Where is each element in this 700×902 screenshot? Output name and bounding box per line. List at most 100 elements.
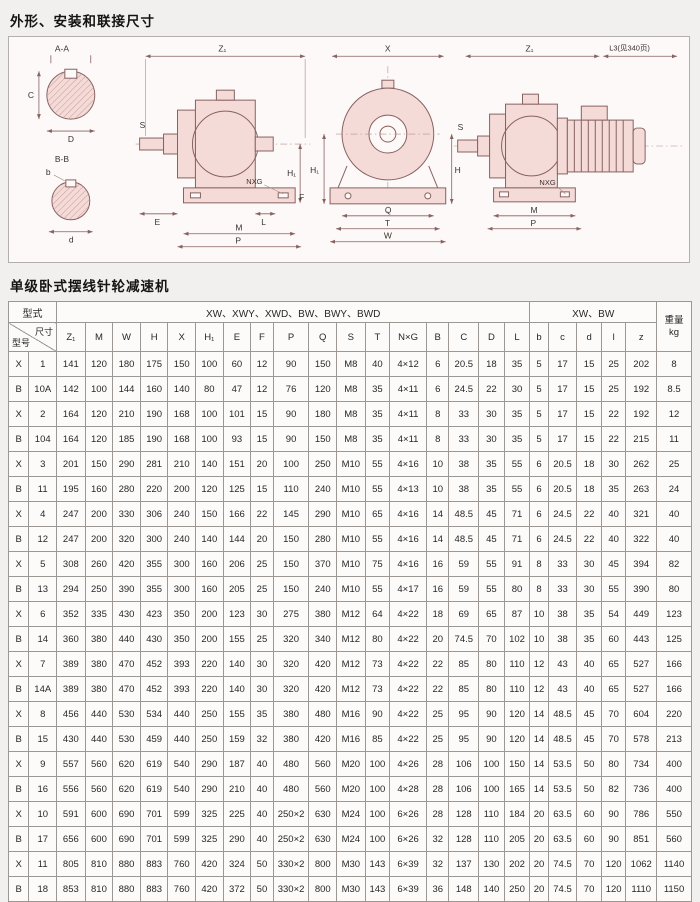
- value-cell: 320: [272, 626, 310, 652]
- value-cell: 22: [425, 676, 450, 702]
- value-cell: 15: [576, 426, 602, 452]
- value-cell: M12: [336, 676, 366, 702]
- value-cell: 14: [425, 526, 450, 552]
- value-cell: 90: [600, 801, 627, 827]
- dim-h1-front-label: H₁: [310, 165, 319, 175]
- value-cell: 74.5: [448, 626, 480, 652]
- dim-b-label: b: [46, 167, 51, 177]
- value-cell: 540: [167, 776, 197, 802]
- value-cell: 25: [600, 376, 627, 402]
- value-cell: 6: [529, 476, 549, 502]
- value-cell: 33: [448, 401, 480, 427]
- value-cell: 40: [656, 526, 692, 552]
- value-cell: 28: [425, 776, 450, 802]
- value-cell: 620: [112, 776, 141, 802]
- value-cell: 123: [222, 601, 252, 627]
- reducer-side-view: Z₁ S NXG E L M: [135, 43, 311, 249]
- value-cell: 148: [448, 876, 480, 902]
- value-cell: 144: [222, 526, 252, 552]
- value-cell: 210: [167, 451, 197, 477]
- value-cell: 50: [576, 776, 602, 802]
- value-cell: 24.5: [547, 501, 578, 527]
- series-cell: B: [7, 726, 30, 752]
- model-cell: 1: [28, 351, 58, 377]
- value-cell: 17: [547, 376, 578, 402]
- value-cell: 6×26: [389, 801, 427, 827]
- dim-d-lower-label: d: [69, 235, 74, 245]
- value-cell: 247: [56, 526, 86, 552]
- value-cell: 123: [656, 601, 692, 627]
- value-cell: 250: [308, 451, 338, 477]
- value-cell: 190: [139, 426, 169, 452]
- value-cell: 63.5: [547, 801, 578, 827]
- value-cell: 22: [576, 501, 602, 527]
- value-cell: 80: [364, 626, 391, 652]
- dim-p-label: P: [235, 236, 241, 246]
- value-cell: 220: [139, 476, 169, 502]
- value-cell: 80: [478, 676, 505, 702]
- value-cell: 80: [503, 576, 531, 602]
- model-cell: 14A: [28, 676, 58, 702]
- value-cell: 20.5: [448, 351, 480, 377]
- value-cell: 440: [112, 626, 141, 652]
- value-cell: 55: [503, 451, 531, 477]
- value-cell: 851: [625, 826, 658, 852]
- value-cell: 557: [56, 751, 86, 777]
- value-cell: 1150: [656, 876, 692, 902]
- value-cell: 40: [250, 826, 274, 852]
- value-cell: 335: [84, 601, 114, 627]
- bolt-slot: [189, 192, 201, 199]
- series-cell: B: [7, 376, 30, 402]
- value-cell: 17: [547, 401, 578, 427]
- value-cell: 14: [529, 776, 549, 802]
- value-cell: 12: [250, 376, 274, 402]
- value-cell: 20: [250, 451, 274, 477]
- value-cell: 225: [222, 801, 252, 827]
- value-cell: 180: [308, 401, 338, 427]
- column-header-9: Q: [308, 322, 338, 352]
- value-cell: 220: [195, 676, 224, 702]
- model-cell: 16: [28, 776, 58, 802]
- value-cell: 33: [547, 576, 578, 602]
- dim-z1-label: Z₁: [218, 43, 226, 53]
- value-cell: 393: [167, 676, 197, 702]
- value-cell: 420: [308, 651, 338, 677]
- value-cell: 45: [576, 726, 602, 752]
- value-cell: 120: [503, 726, 531, 752]
- value-cell: 55: [600, 576, 627, 602]
- value-cell: 325: [195, 801, 224, 827]
- value-cell: 32: [250, 726, 274, 752]
- value-cell: 90: [478, 726, 505, 752]
- value-cell: 380: [84, 626, 114, 652]
- value-cell: 100: [195, 351, 224, 377]
- hatch-overlay: [51, 181, 90, 220]
- value-cell: 534: [139, 701, 169, 727]
- value-cell: 394: [625, 551, 658, 577]
- value-cell: 18: [478, 351, 505, 377]
- value-cell: 294: [56, 576, 86, 602]
- series-cell: B: [7, 476, 30, 502]
- value-cell: 71: [503, 501, 531, 527]
- value-cell: 810: [84, 851, 114, 877]
- value-cell: 4×17: [389, 576, 427, 602]
- shaft-collar: [163, 133, 179, 155]
- value-cell: 82: [600, 776, 627, 802]
- value-cell: 25: [250, 551, 274, 577]
- value-cell: 166: [222, 501, 252, 527]
- value-cell: 15: [250, 426, 274, 452]
- value-cell: 195: [56, 476, 86, 502]
- value-cell: 32: [425, 851, 450, 877]
- value-cell: 150: [272, 526, 310, 552]
- value-cell: 355: [139, 576, 169, 602]
- value-cell: 240: [167, 526, 197, 552]
- value-cell: 10: [529, 626, 549, 652]
- value-cell: 159: [222, 726, 252, 752]
- weight-unit: kg: [669, 326, 680, 338]
- value-cell: 4×22: [389, 726, 427, 752]
- value-cell: 290: [195, 751, 224, 777]
- value-cell: 33: [448, 426, 480, 452]
- series-cell: X: [7, 851, 30, 877]
- value-cell: 440: [167, 701, 197, 727]
